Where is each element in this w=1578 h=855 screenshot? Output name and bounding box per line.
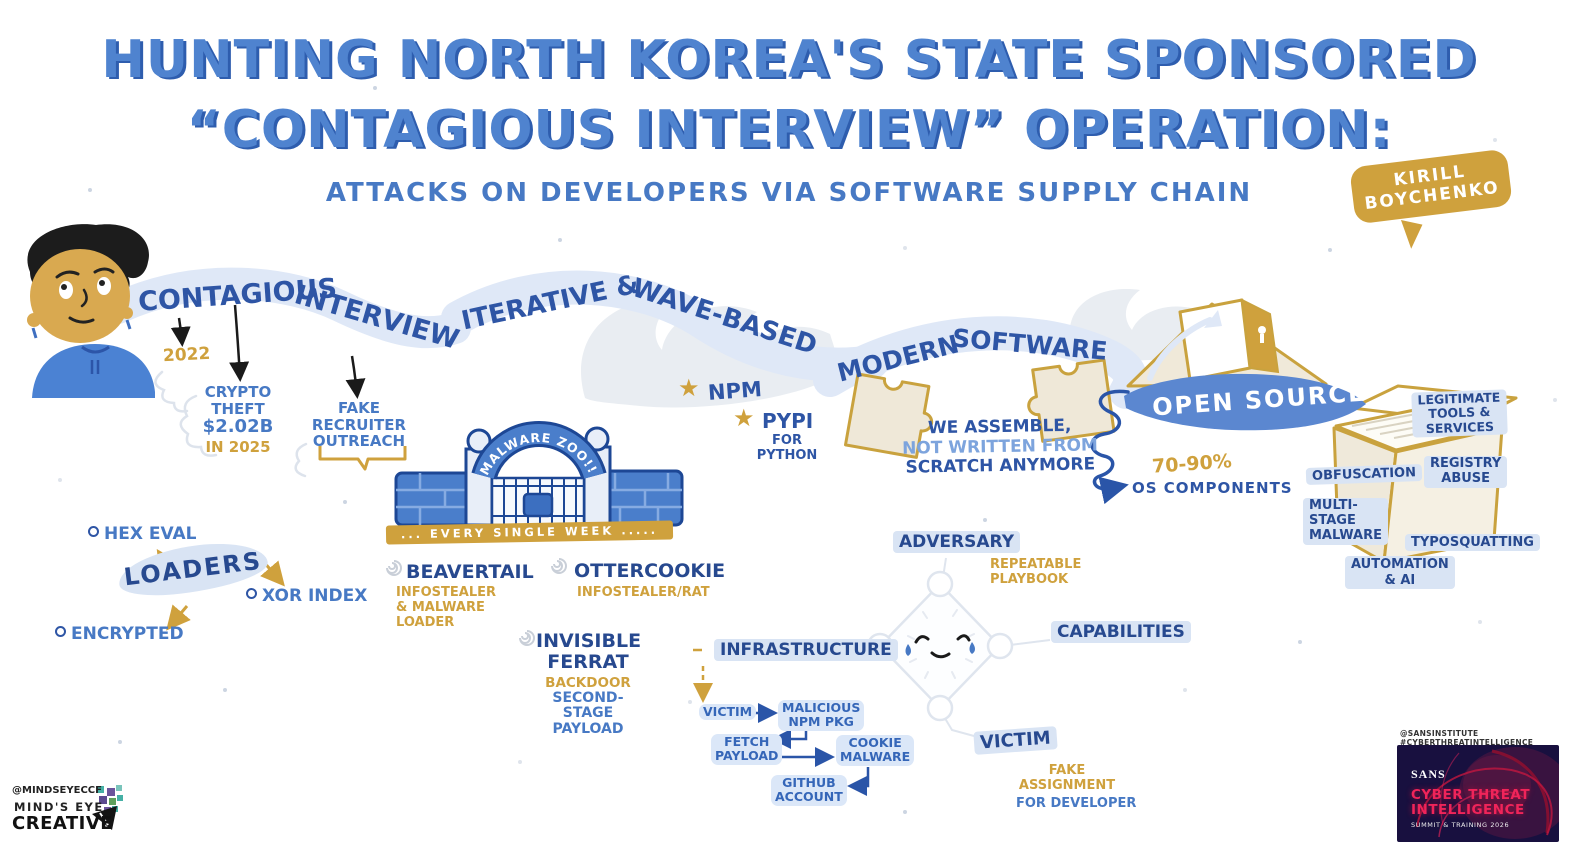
developer-illustration (27, 224, 155, 398)
encrypted-label: ENCRYPTED (71, 624, 184, 644)
beavertail-sublabel: INFOSTEALER & MALWARE LOADER (396, 585, 496, 630)
tactic-registry-abuse: REGISTRY ABUSE (1424, 456, 1508, 488)
infrastructure-label: INFRASTRUCTURE (714, 639, 898, 661)
minds-eye-logo-icon (92, 785, 123, 830)
assemble-note: WE ASSEMBLE, NOT WRITTEN FROM SCRATCH AN… (898, 416, 1103, 478)
capabilities-label: CAPABILITIES (1051, 621, 1191, 643)
invisible-ferrat-label: INVISIBLE FERRAT (536, 630, 642, 673)
pypi-label: PYPI (762, 409, 814, 433)
page-title-line2: “CONTAGIOUS INTERVIEW” OPERATION: (186, 100, 1392, 160)
fake-recruiter-note: FAKE RECRUITER OUTREACH (311, 399, 407, 450)
ottercookie-sublabel: INFOSTEALER/RAT (577, 585, 710, 600)
squiggle-connector (1090, 389, 1130, 505)
bullet-icon (88, 526, 99, 537)
badge-brain-graphic (1416, 747, 1559, 839)
tactic-typosquatting: TYPOSQUATTING (1405, 534, 1540, 551)
swirl-icon (549, 556, 569, 580)
tactic-automation-ai: AUTOMATION & AI (1345, 556, 1455, 590)
loader-xor-index: XOR INDEX (246, 586, 367, 606)
bullet-icon (55, 626, 66, 637)
invisible-ferrat-sublabel: SECOND- STAGE PAYLOAD (552, 690, 624, 737)
xor-index-label: XOR INDEX (262, 586, 368, 606)
loader-encrypted: ENCRYPTED (55, 624, 184, 644)
loader-hex-eval: HEX EVAL (88, 524, 196, 544)
crypto-theft-note: CRYPTO THEFT $2.02B IN 2025 (192, 384, 284, 456)
crypto-theft-year: IN 2025 (205, 437, 271, 456)
flow-fetch-payload-label: FETCH PAYLOAD (711, 734, 783, 765)
for-developer-note: FOR DEVELOPER (1016, 796, 1137, 811)
puzzle-pieces (843, 358, 1116, 459)
beavertail-label: BEAVERTAIL (406, 561, 534, 583)
page-subtitle: ATTACKS ON DEVELOPERS VIA SOFTWARE SUPPL… (325, 178, 1253, 208)
badge-title-line2: INTELLIGENCE (1411, 802, 1525, 818)
pointer-arrows (170, 304, 366, 399)
star-icon: ★ (678, 374, 700, 402)
diamond-face (905, 634, 975, 659)
ottercookie-label: OTTERCOOKIE (574, 560, 726, 582)
flow-victim-label: VICTIM (699, 704, 757, 721)
malware-zoo-gate: MALWARE ZOO!! (394, 420, 684, 527)
star-icon: ★ (733, 404, 755, 432)
swirl-icon (384, 558, 404, 582)
open-source-ribbon (1124, 373, 1366, 431)
badge-brand: SANS (1411, 767, 1446, 781)
package-illustration (1126, 298, 1328, 388)
year-label: 2022 (162, 343, 211, 367)
pypi-sublabel: FOR PYTHON (756, 433, 818, 463)
ribbon-paths (102, 267, 1148, 409)
bullet-icon (246, 588, 257, 599)
swirl-icon (517, 628, 537, 652)
tactic-legitimate-tools: LEGITIMATE TOOLS & SERVICES (1411, 389, 1508, 438)
repeatable-playbook-note: REPEATABLE PLAYBOOK (990, 557, 1082, 587)
assemble-line3: SCRATCH ANYMORE (905, 454, 1096, 478)
artist-name-line1: MIND'S EYE (14, 800, 104, 814)
artist-handle: @MINDSEYECCF (12, 785, 102, 796)
page-title-line1: HUNTING NORTH KOREA'S STATE SPONSORED (101, 30, 1477, 90)
crypto-theft-amount: $2.02B (202, 416, 274, 437)
cloud-doodles (154, 370, 308, 478)
badge-subtitle: SUMMIT & TRAINING 2026 (1411, 821, 1510, 829)
tactic-multistage-malware: MULTI- STAGE MALWARE (1303, 498, 1388, 545)
os-stat-label: OS COMPONENTS (1132, 479, 1293, 497)
sans-cti-badge: SANS CYBER THREAT INTELLIGENCE SUMMIT & … (1397, 745, 1559, 842)
flow-malicious-pkg-label: MALICIOUS NPM PKG (778, 700, 865, 731)
speech-bracket (318, 446, 407, 471)
flow-cookie-malware-label: COOKIE MALWARE (836, 735, 915, 766)
badge-title-line1: CYBER THREAT (1411, 787, 1531, 803)
flow-github-account-label: GITHUB ACCOUNT (771, 775, 847, 806)
invisible-ferrat-type: BACKDOOR (545, 675, 631, 691)
artist-name-line2: CREATIVE (12, 813, 114, 834)
hex-eval-label: HEX EVAL (104, 524, 197, 544)
sans-social-handle: @SANSINSTITUTE #CYBERTHREATINTELLIGENCE (1400, 729, 1534, 747)
adversary-label: ADVERSARY (893, 531, 1020, 553)
speckles (58, 58, 1557, 814)
npm-label: NPM (707, 377, 763, 405)
fake-assignment-note: FAKE ASSIGNMENT (1018, 763, 1116, 793)
crypto-theft-title: CRYPTO THEFT (204, 383, 272, 418)
